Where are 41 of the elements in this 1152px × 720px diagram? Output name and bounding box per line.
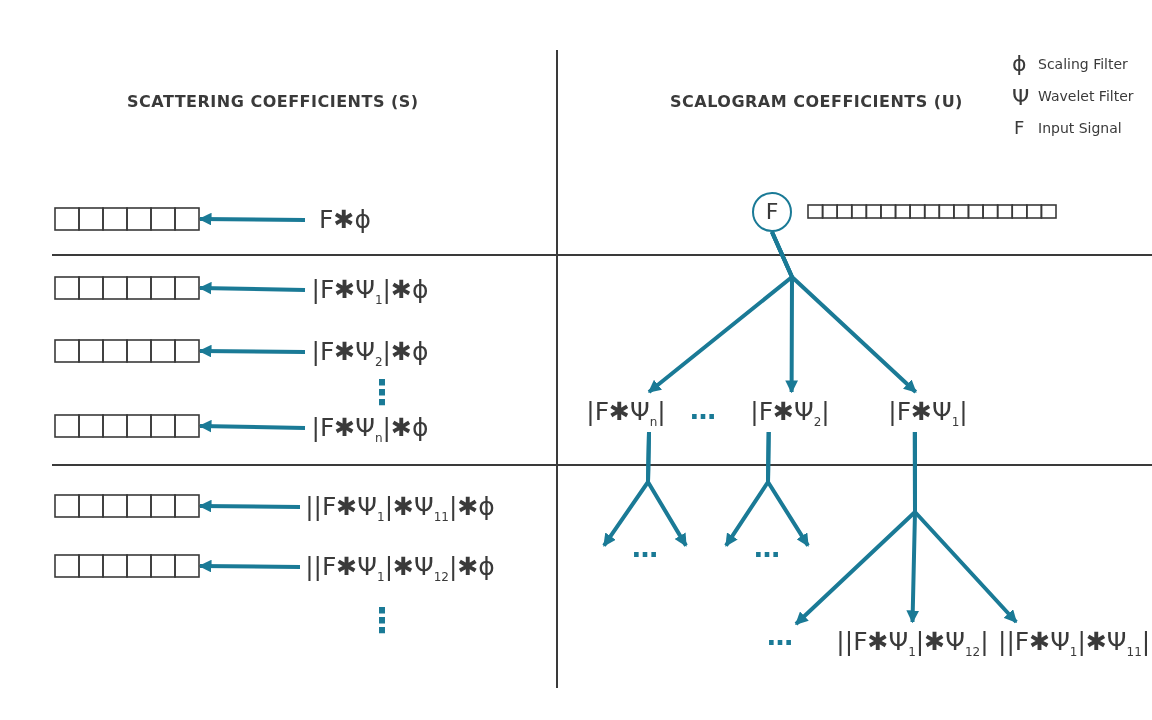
arrow <box>770 231 918 394</box>
legend-label: Scaling Filter <box>1038 56 1128 72</box>
formula: |F✱Ψ$_{n}$| <box>585 392 667 432</box>
formula: ||F✱Ψ$_{1}$|✱Ψ$_{12}$| <box>835 622 990 662</box>
legend-label: Wavelet Filter <box>1038 88 1134 104</box>
legend-symbol: F <box>1014 116 1025 140</box>
legend-symbol: Ψ <box>1012 86 1030 110</box>
formula: ||F✱Ψ$_{1}$|✱Ψ$_{12}$|✱ϕ <box>300 547 500 587</box>
arrow <box>198 212 306 226</box>
formula: ||F✱Ψ$_{1}$|✱Ψ$_{11}$| <box>998 622 1150 662</box>
ellipsis: ⋮ <box>365 600 399 640</box>
coefficient-array <box>54 414 200 438</box>
coefficient-array <box>807 204 1057 219</box>
input-circle: F <box>752 192 792 232</box>
arrow <box>198 419 306 433</box>
column-heading: SCALOGRAM COEFFICIENTS (U) <box>670 92 963 111</box>
arrow <box>198 344 306 358</box>
formula: ||F✱Ψ$_{1}$|✱Ψ$_{11}$|✱ϕ <box>300 487 500 527</box>
coefficient-array <box>54 554 200 578</box>
arrow <box>198 499 301 513</box>
arrow <box>766 431 810 547</box>
formula: |F✱Ψ$_{1}$|✱ϕ <box>305 270 435 310</box>
ellipsis: … <box>760 624 800 648</box>
arrow <box>198 281 306 295</box>
coefficient-array <box>54 494 200 518</box>
ellipsis: … <box>726 536 808 560</box>
coefficient-array <box>54 207 200 231</box>
column-heading: SCATTERING COEFFICIENTS (S) <box>127 92 419 111</box>
arrow <box>912 432 1018 624</box>
legend-symbol: ϕ <box>1012 52 1027 76</box>
coefficient-array <box>54 276 200 300</box>
ellipsis: … <box>690 398 716 422</box>
formula: |F✱Ψ$_{2}$| <box>749 392 831 432</box>
formula: |F✱Ψ$_{1}$| <box>887 392 969 432</box>
arrow <box>198 559 301 573</box>
formula: F✱ϕ <box>305 200 385 240</box>
formula: |F✱Ψ$_{2}$|✱ϕ <box>305 332 435 372</box>
legend-label: Input Signal <box>1038 120 1122 136</box>
arrow <box>646 431 688 547</box>
ellipsis: … <box>604 536 686 560</box>
coefficient-array <box>54 339 200 363</box>
